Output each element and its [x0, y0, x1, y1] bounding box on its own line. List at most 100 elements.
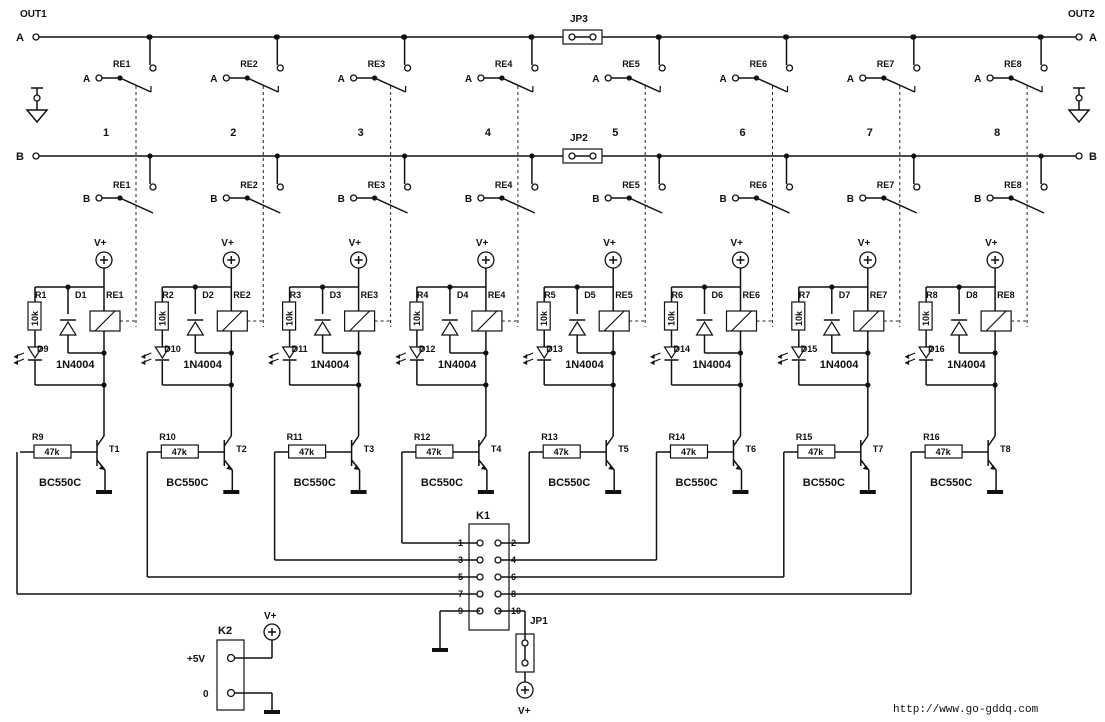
transistor-T1-type: BC550C: [39, 477, 81, 489]
channel-6-number: 6: [740, 127, 746, 139]
channel-7-vplus-label: V+: [858, 238, 871, 249]
transistor-T3-ground: [350, 490, 367, 494]
transistor-T7-ground: [859, 490, 876, 494]
resistor-R13-label: R13: [541, 432, 558, 442]
resistor-R7-value: 10k: [794, 310, 804, 326]
out1-label: OUT1: [20, 9, 47, 20]
jp3-jumper: [562, 29, 603, 45]
resistor-R9-label: R9: [32, 432, 44, 442]
diode-D3: [313, 320, 332, 336]
transistor-T2-ground: [223, 490, 240, 494]
k1-control-wires: [16, 452, 912, 595]
relay-7-b-contact-label: B: [847, 194, 854, 205]
diode-D7: [822, 320, 841, 336]
channel-3-number: 3: [358, 127, 364, 139]
diode-D8-label: D8: [966, 290, 978, 300]
channel-5-vplus-label: V+: [603, 238, 616, 249]
resistor-R6-label: R6: [672, 290, 684, 300]
relay-3-b-contact-label: B: [338, 194, 345, 205]
bus-b-left-terminal: [32, 152, 40, 160]
transistor-T5-type: BC550C: [548, 477, 590, 489]
relay-5-a-contact-label: A: [592, 74, 599, 85]
relay-8-b-contact-label: B: [974, 194, 981, 205]
led-D9-label: D9: [37, 344, 49, 354]
diode-D3-label: D3: [330, 290, 342, 300]
diode-D1-type: 1N4004: [56, 359, 95, 371]
resistor-R5-label: R5: [544, 290, 556, 300]
bus-b-right-label: B: [1089, 151, 1097, 163]
relay-1-a-contact-label: A: [83, 74, 90, 85]
transistor-T4-type: BC550C: [421, 477, 463, 489]
led-D11: [281, 346, 298, 360]
resistor-R8-label: R8: [926, 290, 938, 300]
transistor-T7-label: T7: [873, 444, 884, 454]
k1-pin-6: [494, 573, 502, 581]
k1-pin-5: [476, 573, 484, 581]
relay-6-a-switch-label: RE6: [750, 59, 768, 69]
relay-3-a-switch-label: RE3: [368, 59, 386, 69]
resistor-R11-label: R11: [287, 432, 303, 442]
transistor-T6-label: T6: [746, 444, 757, 454]
k2-pin2-label: 0: [203, 689, 209, 700]
diode-D5: [568, 320, 587, 336]
relay-4-a-contact-label: A: [465, 74, 472, 85]
led-D14-label: D14: [674, 344, 691, 354]
relay-2-b-switch-label: RE2: [240, 180, 258, 190]
k2-pin-5v: [226, 653, 236, 663]
diode-D8-type: 1N4004: [947, 359, 986, 371]
resistor-R10-label: R10: [159, 432, 176, 442]
led-D12-label: D12: [419, 344, 436, 354]
relay-coil-RE5-label: RE5: [615, 290, 633, 300]
channel-4-vplus-label: V+: [476, 238, 489, 249]
relay-1-b-contact-label: B: [83, 194, 90, 205]
jp1-label: JP1: [530, 616, 548, 627]
resistor-R4-value: 10k: [412, 310, 422, 326]
relay-6-b-switch-label: RE6: [750, 180, 768, 190]
led-D12: [408, 346, 425, 360]
led-D16: [918, 346, 935, 360]
diode-D8: [950, 320, 969, 336]
transistor-T5-label: T5: [618, 444, 629, 454]
relay-2-a-switch-label: RE2: [240, 59, 258, 69]
relay-4-b-switch-label: RE4: [495, 180, 513, 190]
channel-5-number: 5: [612, 127, 618, 139]
channel-6-vplus-label: V+: [731, 238, 744, 249]
k2-pin1-label: +5V: [187, 654, 205, 665]
transistor-T2-type: BC550C: [166, 477, 208, 489]
channel-1-vplus-label: V+: [94, 238, 107, 249]
diode-D2-label: D2: [202, 290, 214, 300]
diode-D2-type: 1N4004: [183, 359, 222, 371]
relay-6-a-contact-label: A: [720, 74, 727, 85]
diode-D4-type: 1N4004: [438, 359, 477, 371]
relay-3-a-contact-label: A: [338, 74, 345, 85]
resistor-R2-label: R2: [162, 290, 174, 300]
k2-pin-0: [226, 688, 236, 698]
k1-pin-2: [494, 539, 502, 547]
relay-7-a-contact-label: A: [847, 74, 854, 85]
diode-D4-label: D4: [457, 290, 469, 300]
diode-D2: [186, 320, 205, 336]
resistor-R14-label: R14: [669, 432, 686, 442]
relay-4-b-contact-label: B: [465, 194, 472, 205]
led-D15-label: D15: [801, 344, 818, 354]
relay-5-a-switch-label: RE5: [622, 59, 640, 69]
transistor-T2-label: T2: [236, 444, 247, 454]
led-D13-label: D13: [546, 344, 563, 354]
relay-6-b-contact-label: B: [720, 194, 727, 205]
transistor-T6-type: BC550C: [676, 477, 718, 489]
website-watermark: http://www.go-gddq.com: [893, 704, 1039, 716]
bus-a-left-terminal: [32, 33, 40, 41]
transistor-T4-ground: [477, 490, 494, 494]
diode-D5-label: D5: [584, 290, 596, 300]
led-D13: [536, 346, 553, 360]
channel-4-number: 4: [485, 127, 492, 139]
resistor-R14-value: 47k: [681, 447, 697, 457]
channel-2-number: 2: [230, 127, 236, 139]
transistor-T4-label: T4: [491, 444, 502, 454]
relay-coil-RE6-label: RE6: [743, 290, 761, 300]
